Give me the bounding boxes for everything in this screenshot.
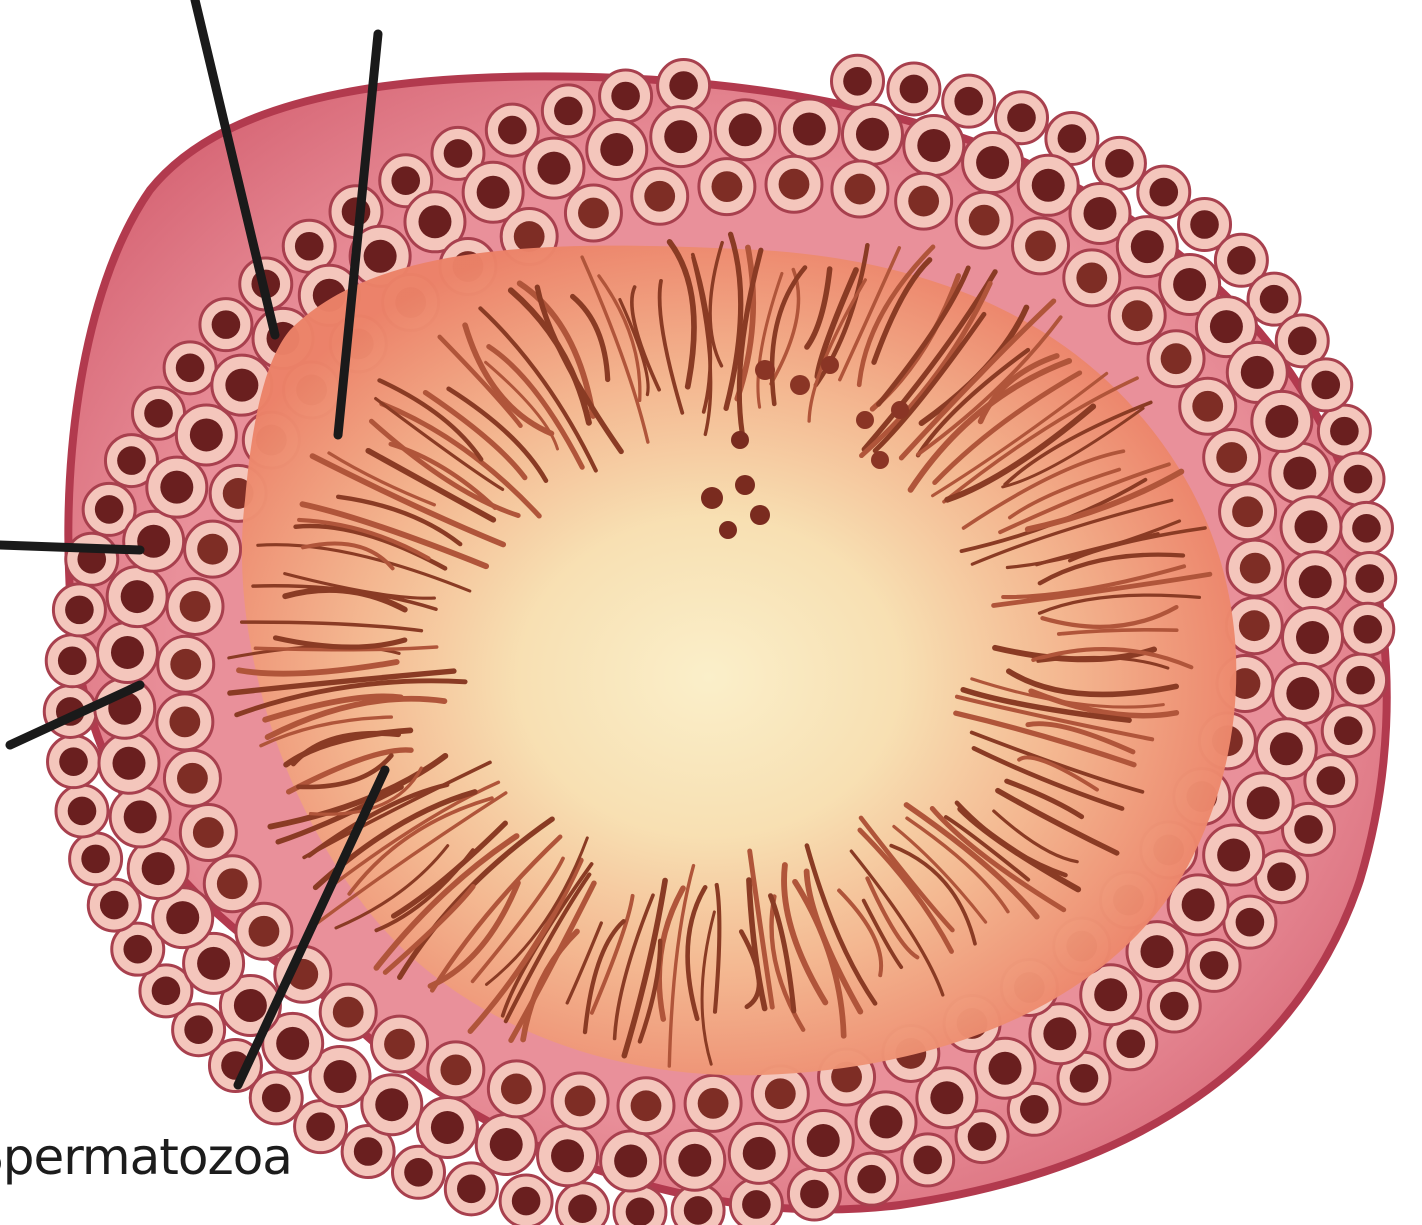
germ-cell: [524, 138, 584, 198]
germ-cell: [956, 192, 1012, 248]
germ-cell: [1332, 453, 1384, 505]
germ-cell: [1204, 825, 1264, 885]
germ-cell: [842, 104, 902, 164]
germ-cell: [538, 1126, 598, 1186]
germ-cell: [1148, 980, 1200, 1032]
germ-cell: [1283, 608, 1343, 668]
germ-cell: [587, 119, 647, 179]
germ-cell: [164, 342, 216, 394]
germ-cell: [832, 161, 888, 217]
germ-cell: [88, 879, 140, 931]
germ-cell: [1224, 896, 1276, 948]
germ-cell: [565, 185, 621, 241]
germ-cell: [1342, 603, 1394, 655]
germ-cell: [729, 1123, 789, 1183]
germ-cell: [1340, 502, 1392, 554]
germ-cell: [167, 578, 223, 634]
germ-cell: [56, 785, 108, 837]
germ-cell: [1256, 719, 1316, 779]
germ-cell: [372, 1016, 428, 1072]
germ-cell: [46, 635, 98, 687]
germ-cell: [614, 1186, 666, 1225]
germ-cell: [1093, 137, 1145, 189]
germ-cell: [1233, 773, 1293, 833]
germ-cell: [1109, 288, 1165, 344]
germ-cell: [417, 1097, 477, 1157]
germ-cell: [788, 1168, 840, 1220]
germ-cell: [1188, 939, 1240, 991]
germ-cell: [618, 1078, 674, 1134]
germ-cell: [48, 736, 100, 788]
germ-cell: [556, 1183, 608, 1225]
germ-cell: [715, 100, 775, 160]
germ-cell: [1064, 250, 1120, 306]
germ-cell: [500, 1175, 552, 1225]
germ-cell: [766, 156, 822, 212]
germ-cell: [147, 457, 207, 517]
germ-cell: [157, 694, 213, 750]
germ-cell: [846, 1153, 898, 1205]
germ-cell: [476, 1115, 536, 1175]
germ-cell: [295, 1101, 347, 1153]
germ-cell: [428, 1042, 484, 1098]
germ-cell: [110, 787, 170, 847]
germ-cell: [685, 1075, 741, 1131]
leader-line-3: [0, 545, 140, 550]
germ-cell: [1204, 430, 1260, 486]
germ-cell: [204, 856, 260, 912]
germ-cell: [1013, 218, 1069, 274]
germ-cell: [158, 636, 214, 692]
germ-cell: [1148, 331, 1204, 387]
germ-cell: [730, 1178, 782, 1225]
germ-cell: [66, 533, 118, 585]
germ-cell: [1322, 705, 1374, 757]
germ-cell: [1344, 553, 1396, 605]
germ-cell: [963, 133, 1023, 193]
germ-cell: [185, 521, 241, 577]
label-spermatozoa: Spermatozoa: [0, 1128, 292, 1186]
germ-cell: [665, 1130, 725, 1190]
germ-cell: [600, 70, 652, 122]
germ-cell: [176, 405, 236, 465]
germ-cell: [362, 1075, 422, 1135]
germ-cell: [552, 1073, 608, 1129]
germ-cell: [1281, 497, 1341, 557]
germ-cell: [99, 733, 159, 793]
germ-cell: [651, 107, 711, 167]
germ-cell: [1252, 391, 1312, 451]
germ-cell: [1273, 663, 1333, 723]
germ-cell: [164, 750, 220, 806]
germ-cell: [488, 1061, 544, 1117]
germ-cell: [1227, 540, 1283, 596]
germ-cell: [200, 299, 252, 351]
germ-cell: [658, 60, 710, 112]
germ-cell: [601, 1131, 661, 1191]
germ-cell: [107, 567, 167, 627]
germ-cell: [180, 804, 236, 860]
germ-cell: [779, 99, 839, 159]
germ-cell: [1285, 552, 1345, 612]
germ-cell: [632, 168, 688, 224]
germ-cell: [1018, 155, 1078, 215]
germ-cell: [904, 115, 964, 175]
germ-cell: [888, 63, 940, 115]
germ-cell: [542, 85, 594, 137]
germ-cell: [1220, 484, 1276, 540]
germ-cell: [856, 1092, 916, 1152]
germ-cell: [699, 159, 755, 215]
germ-cell: [832, 55, 884, 107]
germ-cell: [70, 833, 122, 885]
germ-cell: [896, 173, 952, 229]
germ-cell: [1335, 654, 1387, 706]
germ-cell: [793, 1111, 853, 1171]
germ-cell: [320, 984, 376, 1040]
germ-cell: [236, 903, 292, 959]
germ-cell: [1180, 378, 1236, 434]
germ-cell: [1318, 405, 1370, 457]
germ-cell: [53, 584, 105, 636]
germ-cell: [1300, 359, 1352, 411]
germ-cell: [124, 511, 184, 571]
germ-cell: [97, 622, 157, 682]
